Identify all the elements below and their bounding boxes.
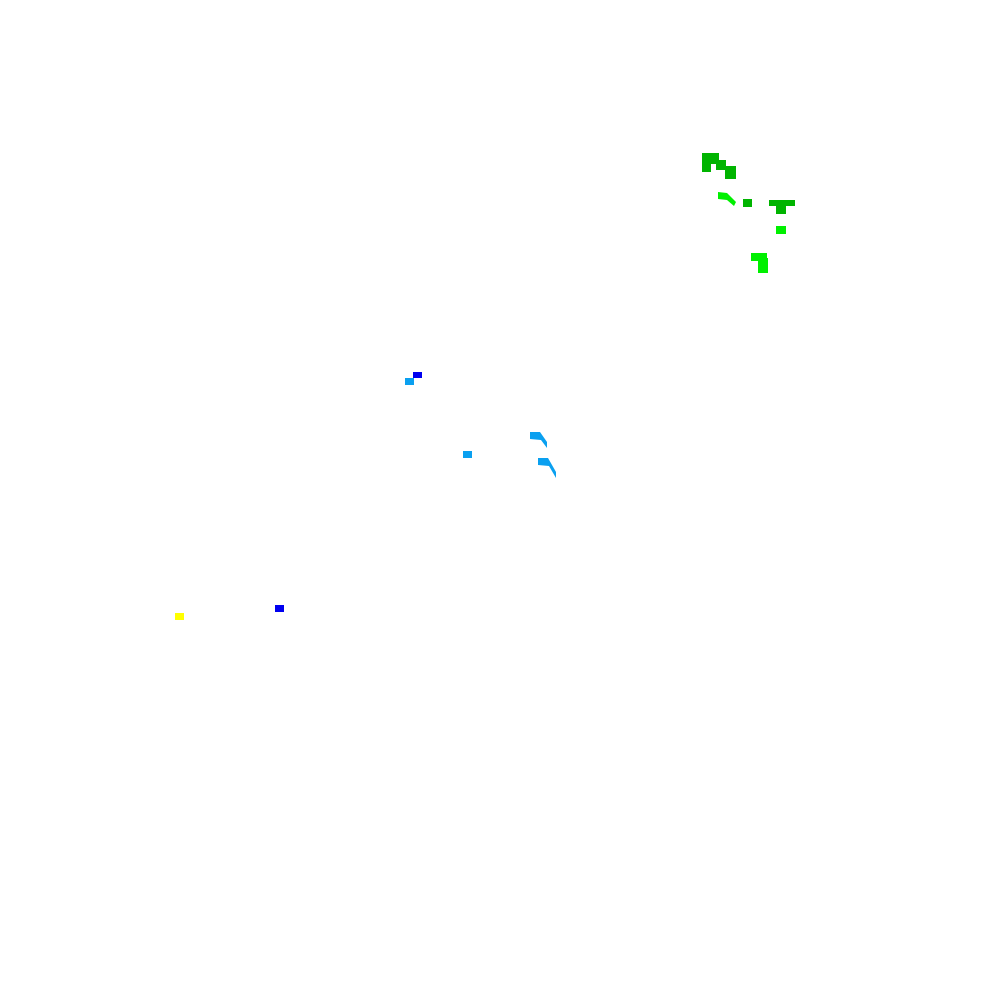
bright-green-blob: [776, 226, 786, 234]
dark-green-blob: [776, 204, 786, 214]
dark-green-blob: [702, 153, 719, 164]
blue-cluster: [405, 372, 556, 478]
bright-green-blob: [758, 258, 768, 273]
blue-blob: [413, 372, 422, 378]
dark-green-blob: [769, 200, 795, 206]
bright-green-cluster: [718, 192, 786, 273]
yellow-blob: [175, 613, 184, 620]
sky-blue-blob: [530, 432, 547, 448]
blue-blob: [275, 605, 284, 612]
dark-green-blob: [743, 199, 752, 207]
sky-blue-blob: [405, 378, 414, 385]
sky-blue-blob: [538, 458, 556, 478]
bright-green-blob: [751, 253, 767, 261]
sky-blue-blob: [463, 451, 472, 458]
dark-green-cluster: [702, 153, 795, 214]
dark-green-blob: [702, 160, 711, 172]
bright-green-blob: [718, 192, 736, 206]
dark-green-blob: [716, 160, 726, 170]
dark-green-blob: [725, 166, 736, 179]
lower-left-cluster: [175, 605, 284, 620]
